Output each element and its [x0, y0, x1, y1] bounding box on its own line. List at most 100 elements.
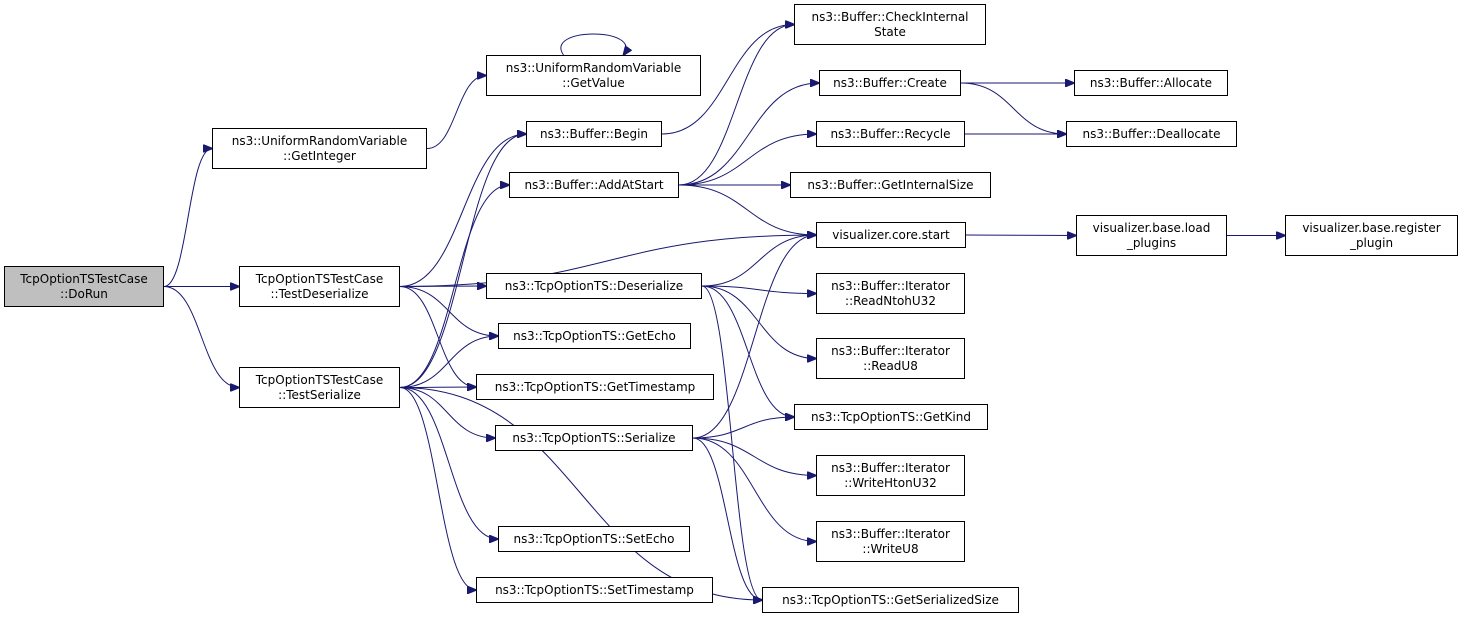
node-label-line-2: ::ReadU8 — [863, 358, 918, 373]
node-label-line-1: ns3::UniformRandomVariable — [505, 60, 682, 75]
node-label-line-1: ns3::Buffer::Iterator — [831, 278, 950, 293]
edge-test-serialize-to-buffer-add-at-start — [399, 185, 509, 388]
edge-test-serialize-to-ts-set-timestamp — [399, 387, 476, 591]
edge-test-deserialize-to-ts-deserialize — [399, 286, 486, 287]
edge-ts-deserialize-to-iter-read-ntoh-u32 — [701, 285, 816, 294]
node-label: ns3::TcpOptionTS::SetTimestamp — [495, 582, 694, 597]
node-iterator-readntohu32[interactable]: ns3::Buffer::Iterator ::ReadNtohU32 — [816, 273, 965, 314]
node-label-line-1: TcpOptionTSTestCase — [255, 372, 384, 387]
node-label: ns3::Buffer::Recycle — [830, 126, 951, 141]
edge-viz-core-start-to-viz-load-plugins — [965, 235, 1076, 236]
node-tcpoptionts-deserialize[interactable]: ns3::TcpOptionTS::Deserialize — [486, 273, 702, 299]
node-tcpoptionts-getkind[interactable]: ns3::TcpOptionTS::GetKind — [794, 404, 988, 430]
node-label: ns3::Buffer::Allocate — [1089, 75, 1213, 90]
node-tcpoptionts-settimestamp[interactable]: ns3::TcpOptionTS::SetTimestamp — [476, 577, 713, 603]
edge-test-deserialize-to-ts-get-echo — [399, 286, 498, 337]
edge-buffer-create-to-buffer-deallocate — [960, 82, 1066, 134]
node-label-line-1: ns3::Buffer::Iterator — [831, 343, 950, 358]
node-buffer-create[interactable]: ns3::Buffer::Create — [819, 70, 961, 96]
node-tcpoptiontstestcase-dorun: TcpOptionTSTestCase ::DoRun — [4, 266, 164, 307]
node-visualizer-core-start[interactable]: visualizer.core.start — [816, 222, 966, 248]
node-label: ns3::Buffer::GetInternalSize — [807, 177, 974, 192]
edge-test-serialize-to-buffer-begin — [399, 134, 526, 388]
edge-ts-serialize-to-iter-write-hton-u32 — [692, 437, 816, 476]
node-tcpoptiontstestcase-testdeserialize[interactable]: TcpOptionTSTestCase ::TestDeserialize — [239, 266, 400, 307]
node-label-line-2: ::TestSerialize — [278, 387, 361, 402]
edge-ts-serialize-to-ts-get-serialized-size — [692, 437, 762, 600]
edge-test-deserialize-to-ts-get-timestamp — [399, 286, 476, 388]
node-buffer-recycle[interactable]: ns3::Buffer::Recycle — [816, 121, 965, 147]
edge-test-serialize-to-ts-serialize — [399, 387, 495, 439]
node-tcpoptionts-serialize[interactable]: ns3::TcpOptionTS::Serialize — [495, 425, 693, 451]
node-iterator-readu8[interactable]: ns3::Buffer::Iterator ::ReadU8 — [816, 338, 965, 379]
edge-ts-serialize-to-viz-core-start — [692, 235, 816, 439]
edge-ts-deserialize-to-viz-core-start — [701, 235, 816, 287]
node-iterator-writeu8[interactable]: ns3::Buffer::Iterator ::WriteU8 — [816, 521, 965, 562]
node-label-line-2: ::DoRun — [60, 286, 108, 301]
node-label: ns3::TcpOptionTS::Deserialize — [504, 278, 684, 293]
node-label-line-1: TcpOptionTSTestCase — [255, 271, 384, 286]
node-label-line-1: ns3::Buffer::Iterator — [831, 460, 950, 475]
node-label-line-2: _plugins — [1126, 235, 1177, 250]
node-label: visualizer.core.start — [832, 227, 950, 242]
edge-buffer-add-at-start-to-buffer-check-internal-state — [678, 25, 794, 186]
node-label-line-1: ns3::UniformRandomVariable — [231, 133, 408, 148]
edge-buffer-add-at-start-to-buffer-recycle — [678, 134, 816, 186]
node-uniformrandomvariable-getvalue[interactable]: ns3::UniformRandomVariable ::GetValue — [486, 55, 701, 96]
node-label: ns3::TcpOptionTS::GetTimestamp — [494, 379, 696, 394]
node-buffer-getinternalsize[interactable]: ns3::Buffer::GetInternalSize — [790, 172, 991, 198]
node-label-line-2: ::GetValue — [562, 75, 625, 90]
node-buffer-begin[interactable]: ns3::Buffer::Begin — [526, 121, 662, 147]
node-uniformrandomvariable-getinteger[interactable]: ns3::UniformRandomVariable ::GetInteger — [212, 128, 427, 169]
node-label: ns3::Buffer::AddAtStart — [524, 177, 664, 192]
edge-test-deserialize-to-viz-core-start — [399, 235, 816, 287]
edge-test-deserialize-to-buffer-begin — [399, 134, 526, 287]
node-label-line-1: ns3::Buffer::CheckInternal — [811, 9, 969, 24]
edge-do-run-to-uniform-get-integer — [163, 149, 212, 287]
edge-ts-deserialize-to-ts-get-kind — [701, 285, 794, 417]
node-label-line-2: ::ReadNtohU32 — [845, 293, 936, 308]
node-label-line-1: ns3::Buffer::Iterator — [831, 526, 950, 541]
node-buffer-allocate[interactable]: ns3::Buffer::Allocate — [1074, 70, 1228, 96]
node-iterator-writehtonu32[interactable]: ns3::Buffer::Iterator ::WriteHtonU32 — [816, 455, 965, 496]
edge-ts-serialize-to-iter-write-u8 — [692, 437, 816, 542]
node-label: ns3::Buffer::Deallocate — [1082, 126, 1221, 141]
edge-uniform-get-value-to-uniform-get-value — [560, 33, 626, 55]
node-tcpoptionts-getserializedsize[interactable]: ns3::TcpOptionTS::GetSerializedSize — [762, 587, 1019, 613]
node-label-line-1: visualizer.base.register — [1302, 220, 1441, 235]
edge-test-serialize-to-ts-get-echo — [399, 336, 498, 388]
node-buffer-checkinternalstate[interactable]: ns3::Buffer::CheckInternal State — [794, 4, 986, 45]
edge-buffer-add-at-start-to-viz-core-start — [678, 184, 816, 235]
node-label-line-1: TcpOptionTSTestCase — [20, 271, 148, 286]
node-label: ns3::TcpOptionTS::GetKind — [811, 409, 971, 424]
edge-test-serialize-to-ts-set-echo — [399, 387, 498, 540]
node-visualizer-base-register-plugin[interactable]: visualizer.base.register _plugin — [1285, 215, 1458, 256]
node-label: ns3::TcpOptionTS::GetEcho — [513, 328, 676, 343]
node-label-line-2: ::WriteU8 — [862, 541, 919, 556]
node-label-line-2: _plugin — [1349, 235, 1394, 250]
node-visualizer-base-load-plugins[interactable]: visualizer.base.load _plugins — [1076, 215, 1227, 256]
edge-ts-deserialize-to-ts-get-serialized-size — [701, 285, 762, 600]
edge-do-run-to-test-serialize — [163, 286, 239, 388]
node-tcpoptionts-setecho[interactable]: ns3::TcpOptionTS::SetEcho — [498, 526, 690, 552]
node-buffer-addatstart[interactable]: ns3::Buffer::AddAtStart — [509, 172, 679, 198]
node-tcpoptionts-getecho[interactable]: ns3::TcpOptionTS::GetEcho — [498, 323, 691, 349]
edge-buffer-begin-to-buffer-check-internal-state — [661, 25, 794, 135]
node-label-line-2: ::TestDeserialize — [270, 286, 369, 301]
node-label: ns3::TcpOptionTS::SetEcho — [513, 531, 675, 546]
node-label-line-1: visualizer.base.load — [1092, 220, 1211, 235]
edge-layer — [163, 25, 1285, 601]
node-tcpoptiontstestcase-testserialize[interactable]: TcpOptionTSTestCase ::TestSerialize — [239, 367, 400, 408]
node-label: ns3::TcpOptionTS::Serialize — [512, 430, 676, 445]
edge-buffer-add-at-start-to-buffer-create — [678, 83, 819, 186]
node-buffer-deallocate[interactable]: ns3::Buffer::Deallocate — [1066, 121, 1237, 147]
node-label: ns3::Buffer::Create — [833, 75, 947, 90]
node-label-line-2: State — [874, 24, 906, 39]
edge-ts-serialize-to-ts-get-kind — [692, 417, 794, 439]
node-label-line-2: ::WriteHtonU32 — [844, 475, 937, 490]
node-label: ns3::Buffer::Begin — [539, 126, 649, 141]
edge-uniform-get-integer-to-uniform-get-value — [426, 76, 486, 149]
node-tcpoptionts-gettimestamp[interactable]: ns3::TcpOptionTS::GetTimestamp — [476, 374, 714, 400]
node-label: ns3::TcpOptionTS::GetSerializedSize — [782, 592, 999, 607]
